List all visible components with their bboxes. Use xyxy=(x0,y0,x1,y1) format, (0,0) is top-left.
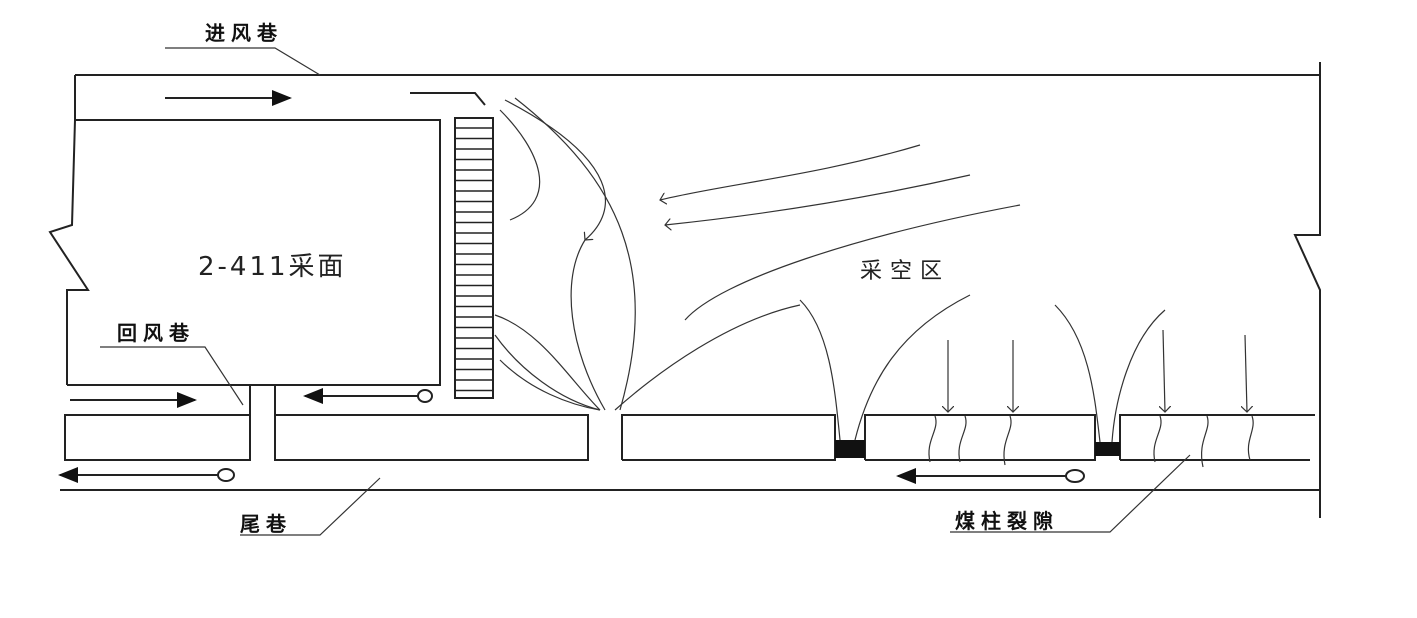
return-airway-label: 回风巷 xyxy=(117,321,195,345)
face-supports xyxy=(454,117,494,399)
airflow-arrows xyxy=(58,90,1085,484)
pillar-fractures xyxy=(928,415,1254,468)
seal-block xyxy=(835,440,865,458)
pillar-fractures-label: 煤柱裂隙 xyxy=(955,509,1059,533)
fan-circle-icon xyxy=(417,389,433,403)
leakage-flow-lines xyxy=(494,97,1247,443)
intake-airway-label: 进风巷 xyxy=(205,21,283,45)
working-face-label: 2-411采面 xyxy=(198,252,347,282)
fan-circle-icon xyxy=(1065,469,1085,483)
tail-roadway-label: 尾巷 xyxy=(240,512,292,536)
goaf-label: 采空区 xyxy=(860,259,950,284)
label-leaders xyxy=(100,47,1191,536)
fan-circle-icon xyxy=(217,468,235,482)
seal-block xyxy=(1095,442,1120,456)
roadway-outlines xyxy=(48,62,1321,518)
